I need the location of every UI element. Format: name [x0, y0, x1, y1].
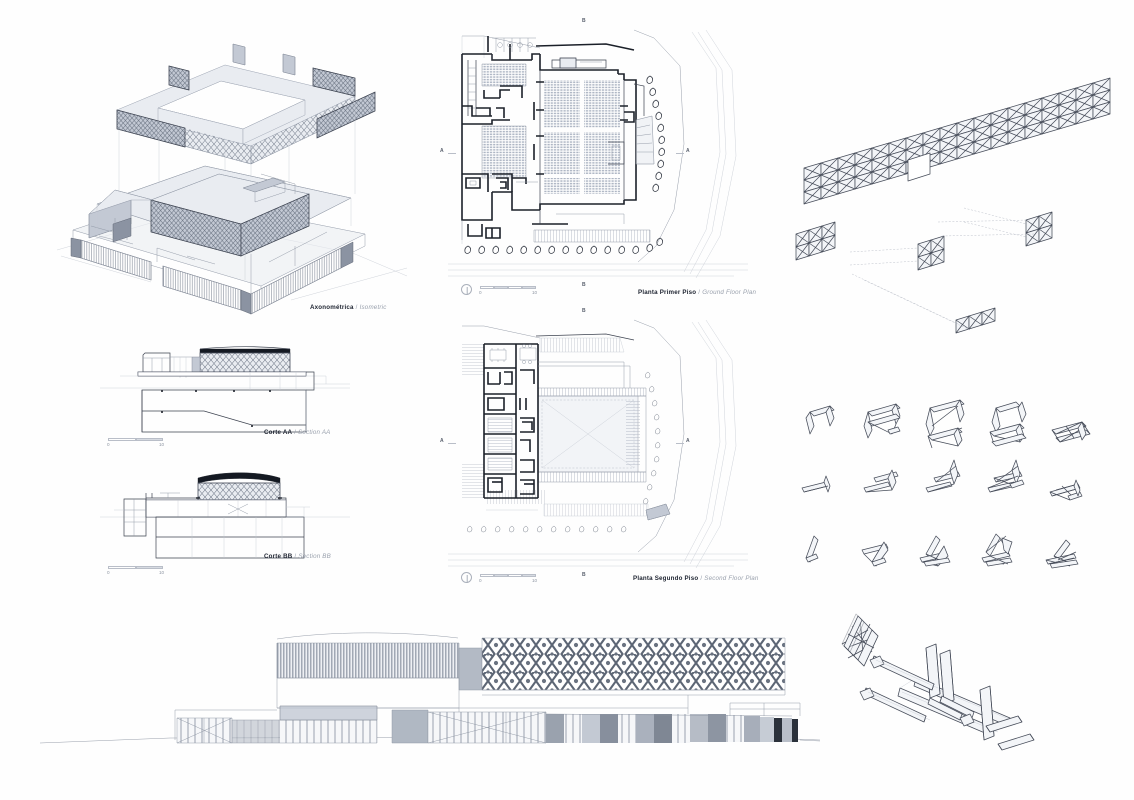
scalebar-section-aa: 0 10 [107, 438, 168, 447]
assembly-step [801, 475, 831, 493]
screen-blade [168, 65, 190, 91]
vegetation-symbol [464, 237, 664, 254]
caption-es: Planta Primer Piso [638, 289, 697, 296]
section-marker-a-right: A [676, 438, 690, 444]
caption-en: Isometric [359, 304, 387, 311]
caption-separator: / [698, 289, 701, 296]
section-marker-a-left: A [440, 438, 456, 444]
exploded-fin-piece [917, 235, 945, 271]
assembly-step [925, 399, 965, 449]
caption-axonometric: Axonométrica/Isometric [310, 304, 387, 311]
scale-tick-start: 0 [107, 442, 110, 447]
scale-tick-start: 0 [107, 570, 110, 575]
panel-structure-axonometric [790, 22, 1130, 382]
structure-axonometric-drawing [795, 77, 1111, 334]
vegetation-symbol [646, 75, 666, 192]
scale-tick-start: 0 [479, 578, 482, 583]
screen-blade [316, 91, 376, 139]
section-marker-a-left: A [440, 148, 456, 154]
assembly-step [989, 401, 1027, 447]
assembly-step [861, 541, 889, 567]
assembly-step [925, 459, 961, 493]
assembly-step [919, 535, 951, 567]
section-aa-drawing [100, 346, 350, 433]
scalebar-ground-floor: 0 10 [479, 286, 550, 295]
assembly-step [805, 405, 835, 435]
north-arrow-icon [461, 284, 472, 295]
caption-section-bb: Corte BB/Section BB [264, 553, 331, 560]
caption-separator: / [294, 429, 297, 436]
caption-separator: / [294, 553, 297, 560]
section-marker-b-bottom: B [582, 282, 586, 288]
caption-separator: / [355, 304, 358, 311]
panel-module-detail [812, 604, 1092, 789]
space-frame-return-left [795, 221, 836, 261]
caption-en: Second Floor Plan [704, 575, 759, 582]
second-floor-plan-drawing [448, 319, 748, 569]
ground-floor-plan-drawing [448, 29, 748, 279]
caption-en: Ground Floor Plan [702, 289, 757, 296]
assembly-step [981, 533, 1013, 567]
panel-ground-floor-plan: A A B B Planta Primer Piso/Ground Floor … [440, 18, 756, 296]
facade-panel-run [545, 713, 798, 743]
assembly-step [1045, 539, 1079, 569]
elevation-drawing [39, 632, 821, 744]
caption-second-floor: Planta Segundo Piso/Second Floor Plan [633, 575, 759, 582]
panel-second-floor-plan: A A B B Planta Segundo Piso/Second Floor… [440, 308, 758, 582]
assembly-step [1049, 479, 1083, 501]
space-frame-panel [803, 77, 1111, 205]
assembly-step [863, 403, 901, 439]
scale-tick-start: 0 [479, 290, 482, 295]
caption-es: Corte BB [264, 553, 293, 560]
panel-assembly-grid [792, 396, 1128, 596]
exploded-fin-piece [1025, 211, 1053, 247]
section-marker-b-top: B [582, 308, 586, 314]
screen-blade [116, 109, 186, 148]
scale-tick-end: 10 [532, 290, 538, 295]
section-marker-b-bottom: B [582, 572, 586, 578]
panel-elevation [39, 600, 821, 765]
caption-en: Section AA [298, 429, 331, 436]
caption-es: Corte AA [264, 429, 293, 436]
caption-en: Section BB [298, 553, 331, 560]
caption-ground-floor: Planta Primer Piso/Ground Floor Plan [638, 289, 757, 296]
section-marker-b-top: B [582, 18, 586, 24]
exploded-module [859, 643, 1035, 751]
north-arrow-icon [461, 572, 472, 583]
scale-tick-end: 10 [532, 578, 538, 583]
panel-axonometric: Axonométrica/Isometric [55, 18, 415, 318]
caption-es: Planta Segundo Piso [633, 575, 699, 582]
axonometric-drawing [56, 43, 408, 315]
caption-es: Axonométrica [310, 304, 354, 311]
assembly-step [805, 535, 819, 563]
screen-blade [312, 67, 356, 97]
vegetation-symbol [643, 371, 661, 505]
vegetation-symbol [467, 525, 627, 533]
exploded-fin-piece [955, 307, 996, 334]
section-marker-a-right: A [676, 148, 690, 154]
scalebar-section-bb: 0 10 [107, 566, 168, 575]
scale-tick-end: 10 [159, 570, 165, 575]
panel-section-aa: Corte AA/Section AA [100, 332, 350, 442]
module-detail-drawing [841, 613, 1035, 751]
scalebar-second-floor: 0 10 [479, 574, 550, 583]
assembly-step [863, 469, 899, 493]
section-bb-drawing [100, 472, 350, 559]
caption-separator: / [700, 575, 703, 582]
panel-section-bb: Corte BB/Section BB [100, 462, 350, 567]
assembly-step [987, 459, 1025, 493]
assembled-module [841, 613, 879, 667]
assembly-grid-drawing [801, 399, 1091, 569]
scale-tick-end: 10 [159, 442, 165, 447]
assembly-step [1051, 421, 1091, 443]
caption-section-aa: Corte AA/Section AA [264, 429, 331, 436]
